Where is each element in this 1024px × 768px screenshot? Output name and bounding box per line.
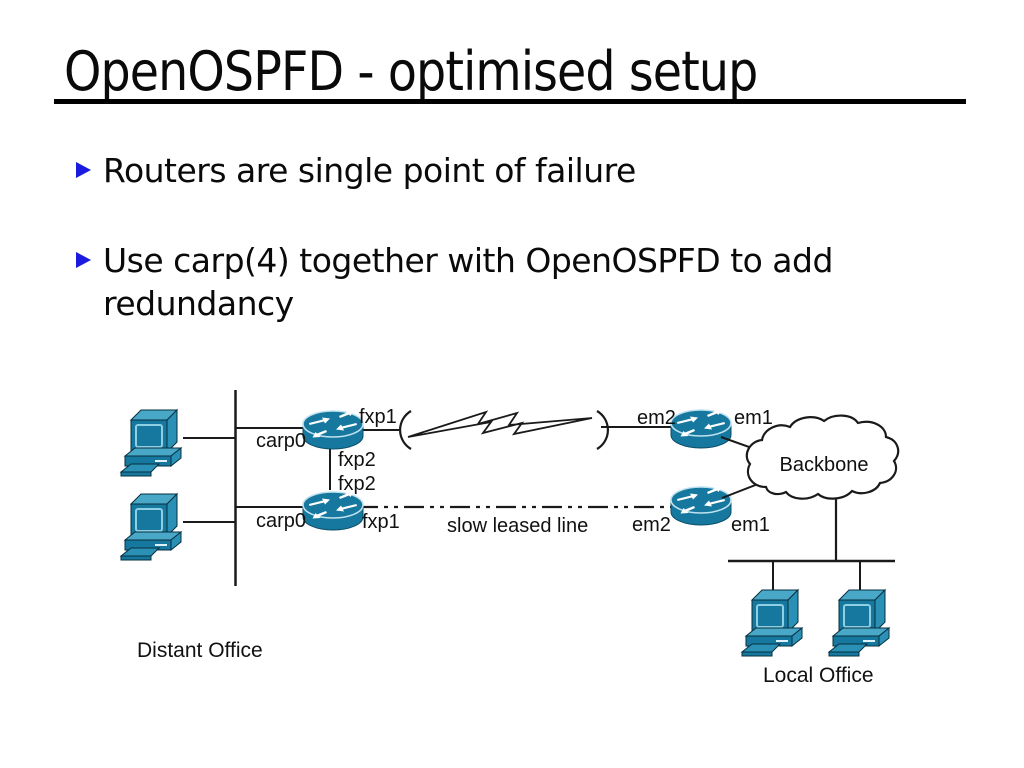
router1-cross-label: fxp2: [338, 449, 376, 471]
distant-office-label: Distant Office: [137, 639, 263, 662]
bullet-item: Routers are single point of failure: [76, 150, 906, 193]
router-icon: [670, 408, 732, 449]
local-office-label: Local Office: [763, 664, 874, 687]
backbone-cloud: [745, 414, 900, 500]
router3-lan-label: em1: [734, 407, 773, 429]
router4-lan-label: em1: [731, 514, 770, 536]
workstation-icon: [120, 493, 182, 561]
router-icon: [302, 490, 364, 531]
router-icon: [670, 485, 732, 526]
title-underline: [54, 99, 966, 104]
wan-arc-left: [398, 410, 412, 450]
workstation-icon: [741, 589, 803, 657]
router2-lan-label: carp0: [256, 510, 306, 532]
router2-cross-label: fxp2: [338, 473, 376, 495]
router1-lan-label: carp0: [256, 430, 306, 452]
bullet-text: Routers are single point of failure: [103, 151, 636, 190]
router1-wan-label: fxp1: [359, 406, 397, 428]
bullet-item: Use carp(4) together with OpenOSPFD to a…: [76, 240, 906, 326]
wan-arc-right: [596, 410, 610, 450]
page-title: OpenOSPFD - optimised setup: [64, 40, 852, 103]
workstation-icon: [120, 409, 182, 477]
router4-wan-label: em2: [632, 514, 671, 536]
bullet-triangle-icon: [76, 162, 91, 178]
router2-wan-label: fxp1: [362, 511, 400, 533]
cloud-label: Backbone: [780, 454, 869, 476]
router-icon: [302, 409, 364, 450]
router3-wan-label: em2: [637, 407, 676, 429]
slow-link-label: slow leased line: [447, 515, 588, 537]
page-title-text: OpenOSPFD - optimised setup: [64, 40, 758, 103]
bullet-triangle-icon: [76, 251, 91, 268]
bullet-list: Routers are single point of failure Use …: [76, 150, 906, 373]
bullet-text: Use carp(4) together with OpenOSPFD to a…: [103, 240, 833, 323]
workstation-icon: [828, 589, 890, 657]
lightning-bolt-icon: [407, 410, 593, 438]
